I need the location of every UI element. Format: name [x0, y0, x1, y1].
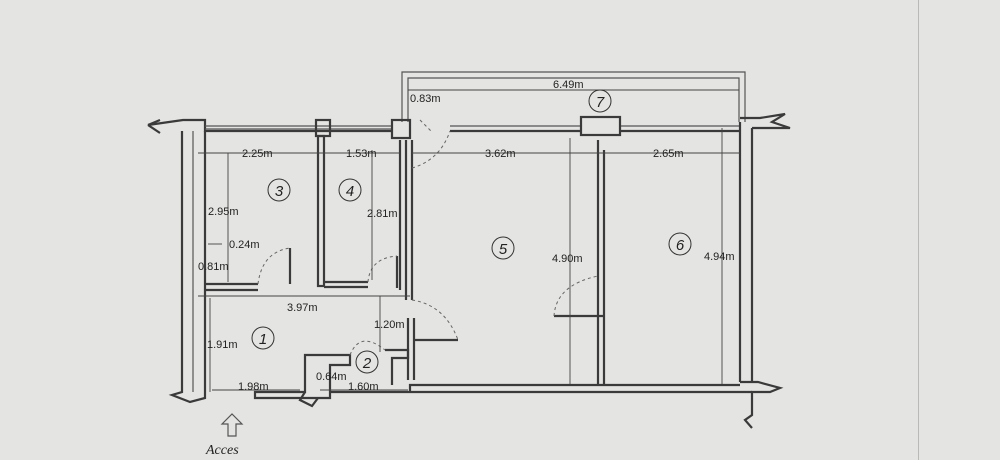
room-label-7: 7 — [588, 89, 612, 113]
room-label-5: 5 — [491, 236, 515, 260]
paper-edge — [918, 0, 919, 460]
svg-text:5: 5 — [499, 241, 508, 258]
entrance-arrow-icon — [220, 413, 244, 437]
dimension-label: 4.94m — [704, 251, 735, 263]
svg-text:6: 6 — [676, 237, 685, 254]
dimension-label: 6.49m — [553, 79, 584, 91]
entrance-label: Acces — [205, 443, 239, 458]
svg-text:7: 7 — [596, 94, 605, 111]
dimension-label: 0.83m — [410, 93, 441, 105]
dimension-label: 3.97m — [287, 302, 318, 314]
dimension-label: 1.91m — [207, 339, 238, 351]
dimension-label: 1.53m — [346, 148, 377, 160]
left-wall — [168, 131, 207, 404]
top-wall — [147, 112, 791, 140]
dimension-label: 3.62m — [485, 148, 516, 160]
svg-text:4: 4 — [346, 183, 354, 200]
svg-text:3: 3 — [275, 183, 284, 200]
right-wall — [738, 122, 784, 429]
room-label-3: 3 — [267, 178, 291, 202]
svg-text:1: 1 — [259, 331, 267, 348]
dimension-label: 1.20m — [374, 319, 405, 331]
room-label-2: 2 — [355, 350, 379, 374]
balcony-outline — [401, 71, 746, 122]
dimension-label: 2.25m — [242, 148, 273, 160]
dimension-label: 0.64m — [316, 371, 347, 383]
svg-text:2: 2 — [362, 355, 372, 372]
dimension-label: 2.95m — [208, 206, 239, 218]
interior-partitions — [206, 134, 606, 385]
door-swings — [257, 119, 599, 356]
room-label-1: 1 — [251, 326, 275, 350]
dimension-label: 1.98m — [238, 381, 269, 393]
dimension-label: 0.81m — [198, 261, 229, 273]
dimension-label: 2.65m — [653, 148, 684, 160]
dimension-label: 1.60m — [348, 381, 379, 393]
dimension-label: 4.90m — [552, 253, 583, 265]
dimension-lines — [198, 89, 740, 392]
room-label-4: 4 — [338, 178, 362, 202]
dimension-label: 2.81m — [367, 208, 398, 220]
room-label-6: 6 — [668, 232, 692, 256]
dimension-label: 0.24m — [229, 239, 260, 251]
bottom-wall — [253, 353, 752, 408]
